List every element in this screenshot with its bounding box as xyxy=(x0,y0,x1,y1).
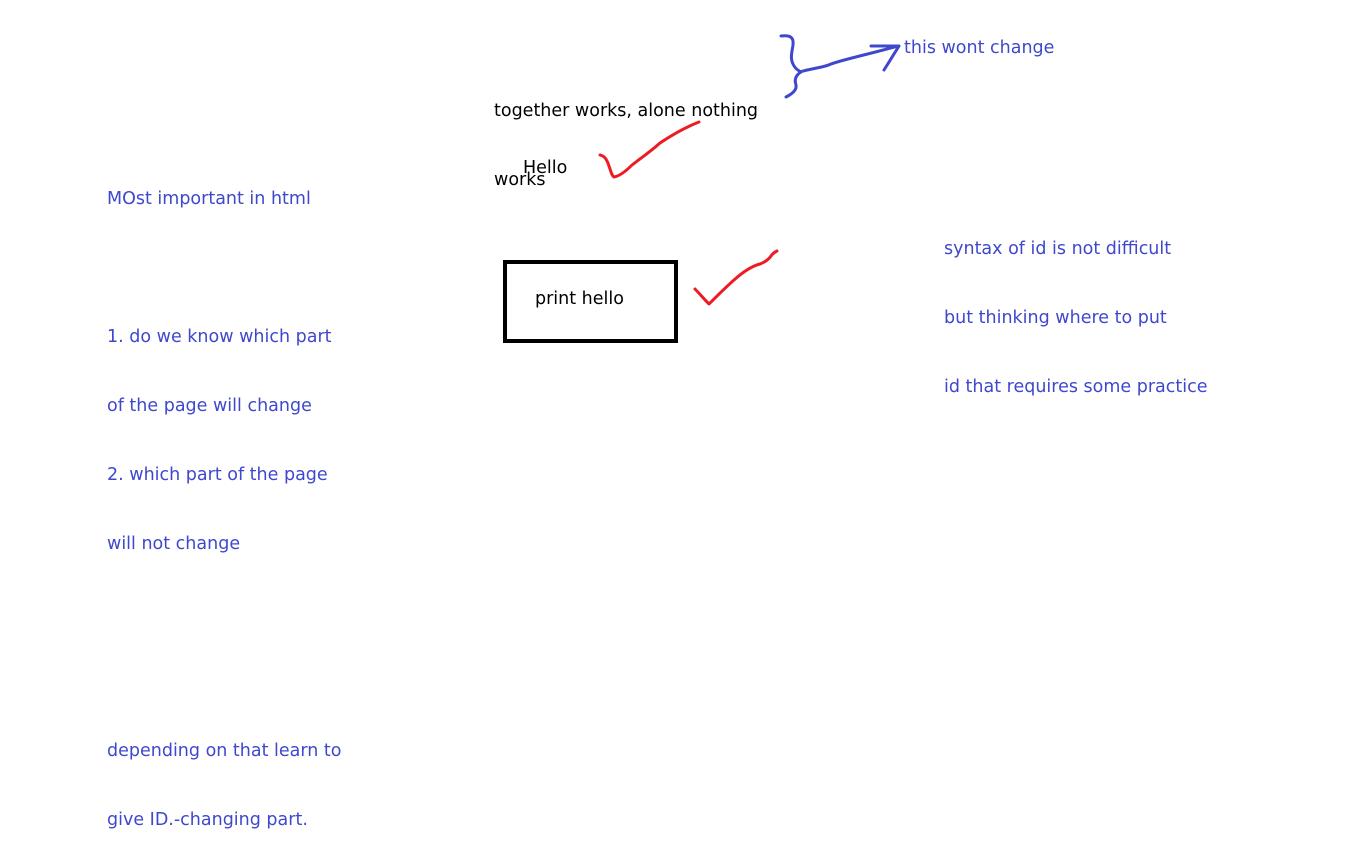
spacer xyxy=(107,671,342,694)
print-hello-label: print hello xyxy=(535,289,624,309)
arrow-right-icon xyxy=(798,44,901,74)
spacer xyxy=(107,602,342,625)
question-2-line-2: will not change xyxy=(107,534,241,554)
syntax-line-3: id that requires some practice xyxy=(944,377,1208,397)
syntax-line-1: syntax of id is not difficult xyxy=(944,239,1172,259)
syntax-note: syntax of id is not difficult but thinki… xyxy=(944,192,1208,422)
question-1-line-2: of the page will change xyxy=(107,396,312,416)
together-line-1: together works, alone nothing xyxy=(494,101,759,121)
together-works-text: together works, alone nothing works xyxy=(494,54,758,215)
conclusion-line-2: give ID.-changing part. xyxy=(107,810,308,830)
this-wont-change-note: this wont change xyxy=(904,38,1055,58)
together-line-2: works xyxy=(494,170,546,190)
question-1-line-1: 1. do we know which part xyxy=(107,327,332,347)
left-notes-heading: MOst important in html xyxy=(107,189,311,209)
curly-brace-icon xyxy=(779,34,803,99)
print-hello-box: print hello xyxy=(503,260,678,343)
checkmark-icon xyxy=(693,249,779,306)
syntax-line-2: but thinking where to put xyxy=(944,308,1167,328)
left-notes: MOst important in html 1. do we know whi… xyxy=(107,142,342,855)
question-2-line-1: 2. which part of the page xyxy=(107,465,328,485)
hello-text: Hello xyxy=(523,158,568,178)
spacer xyxy=(107,257,342,280)
conclusion-line-1: depending on that learn to xyxy=(107,741,342,761)
